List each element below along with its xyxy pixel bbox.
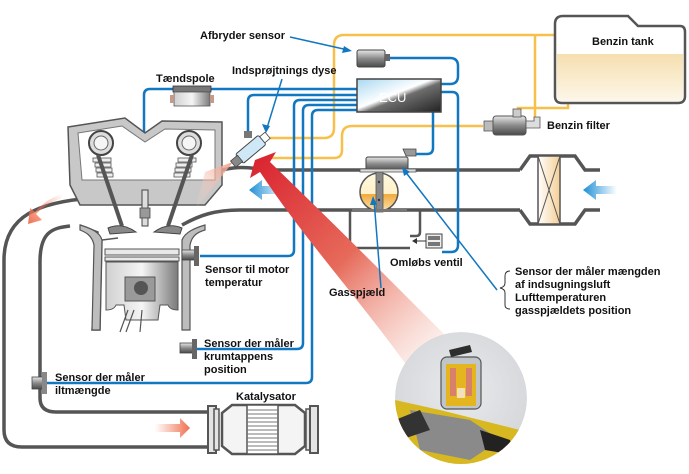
bypass-valve-icon (412, 233, 443, 249)
ignition-coil-icon (170, 85, 214, 107)
injector-connector (244, 131, 252, 138)
label-line: position (204, 364, 247, 376)
label-omloebs-ventil: Omløbs ventil (390, 257, 463, 269)
label-afbryder-sensor: Afbryder sensor (200, 30, 285, 42)
label-line: krumtappens (204, 351, 274, 363)
fuel-filter-icon (483, 108, 541, 136)
air-filter-icon (537, 155, 561, 225)
intake-flow-arrow-right (583, 180, 617, 200)
label-line: temperatur (205, 277, 263, 289)
sensor-group-brace (499, 270, 511, 310)
label-line: Lufttemperaturen (515, 292, 607, 304)
intake-flow-arrow-left (249, 180, 285, 200)
label-sensor-motor-temperatur: Sensor til motor temperatur (205, 264, 289, 290)
label-sensor-krumtap: Sensor der måler krumtappens position (204, 338, 294, 377)
label-sensor-iltmaengde: Sensor der måler iltmængde (55, 372, 145, 398)
engine-temp-sensor-icon (181, 246, 199, 266)
oxygen-sensor-icon (31, 372, 47, 394)
label-taendspole: Tændspole (156, 73, 215, 85)
injector-cutaway-photo (395, 332, 527, 464)
fuel-spray-cone (195, 162, 233, 210)
throttle-valve-icon (352, 148, 417, 213)
fuel-tank-icon (553, 14, 687, 105)
ecu-label: ECU (379, 90, 406, 105)
arrowhead-dyse (262, 124, 270, 133)
fuel-injector-icon (230, 131, 271, 168)
label-line: Sensor der måler (204, 338, 294, 350)
exhaust-flow-arrow-right (155, 418, 190, 438)
catalytic-converter-icon (207, 403, 319, 456)
leader-lines (266, 36, 498, 291)
arrowhead-luftsensor (402, 167, 410, 176)
label-gasspjaeld: Gasspjæld (329, 287, 386, 299)
label-line: gasspjældets position (515, 305, 632, 317)
label-line: Sensor der måler mængden (515, 266, 661, 278)
label-indsproejtnings-dyse: Indsprøjtnings dyse (232, 65, 337, 77)
label-line: af indsugningsluft (515, 279, 611, 291)
crank-position-sensor-icon (179, 339, 197, 359)
ecu-icon: ECU (356, 78, 442, 113)
label-line: Sensor til motor (205, 264, 290, 276)
engine-cylinder-icon (67, 117, 223, 333)
label-benzin-tank: Benzin tank (592, 36, 654, 48)
label-benzin-filter: Benzin filter (547, 120, 610, 132)
label-line: iltmængde (55, 385, 111, 397)
exhaust-pipe (2, 196, 210, 449)
arrowhead-afbryder (342, 46, 352, 53)
exhaust-flow-arrow-left (28, 194, 62, 224)
label-katalysator: Katalysator (236, 391, 296, 403)
arrowhead-gasspjaeld (370, 196, 377, 205)
label-sensor-indsugningsluft: Sensor der måler mængden af indsugningsl… (515, 266, 661, 318)
injector-callout-beam (250, 152, 455, 370)
label-line: Sensor der måler (55, 372, 145, 384)
throttle-switch-sensor-icon (356, 49, 390, 68)
signal-wires (46, 56, 460, 385)
